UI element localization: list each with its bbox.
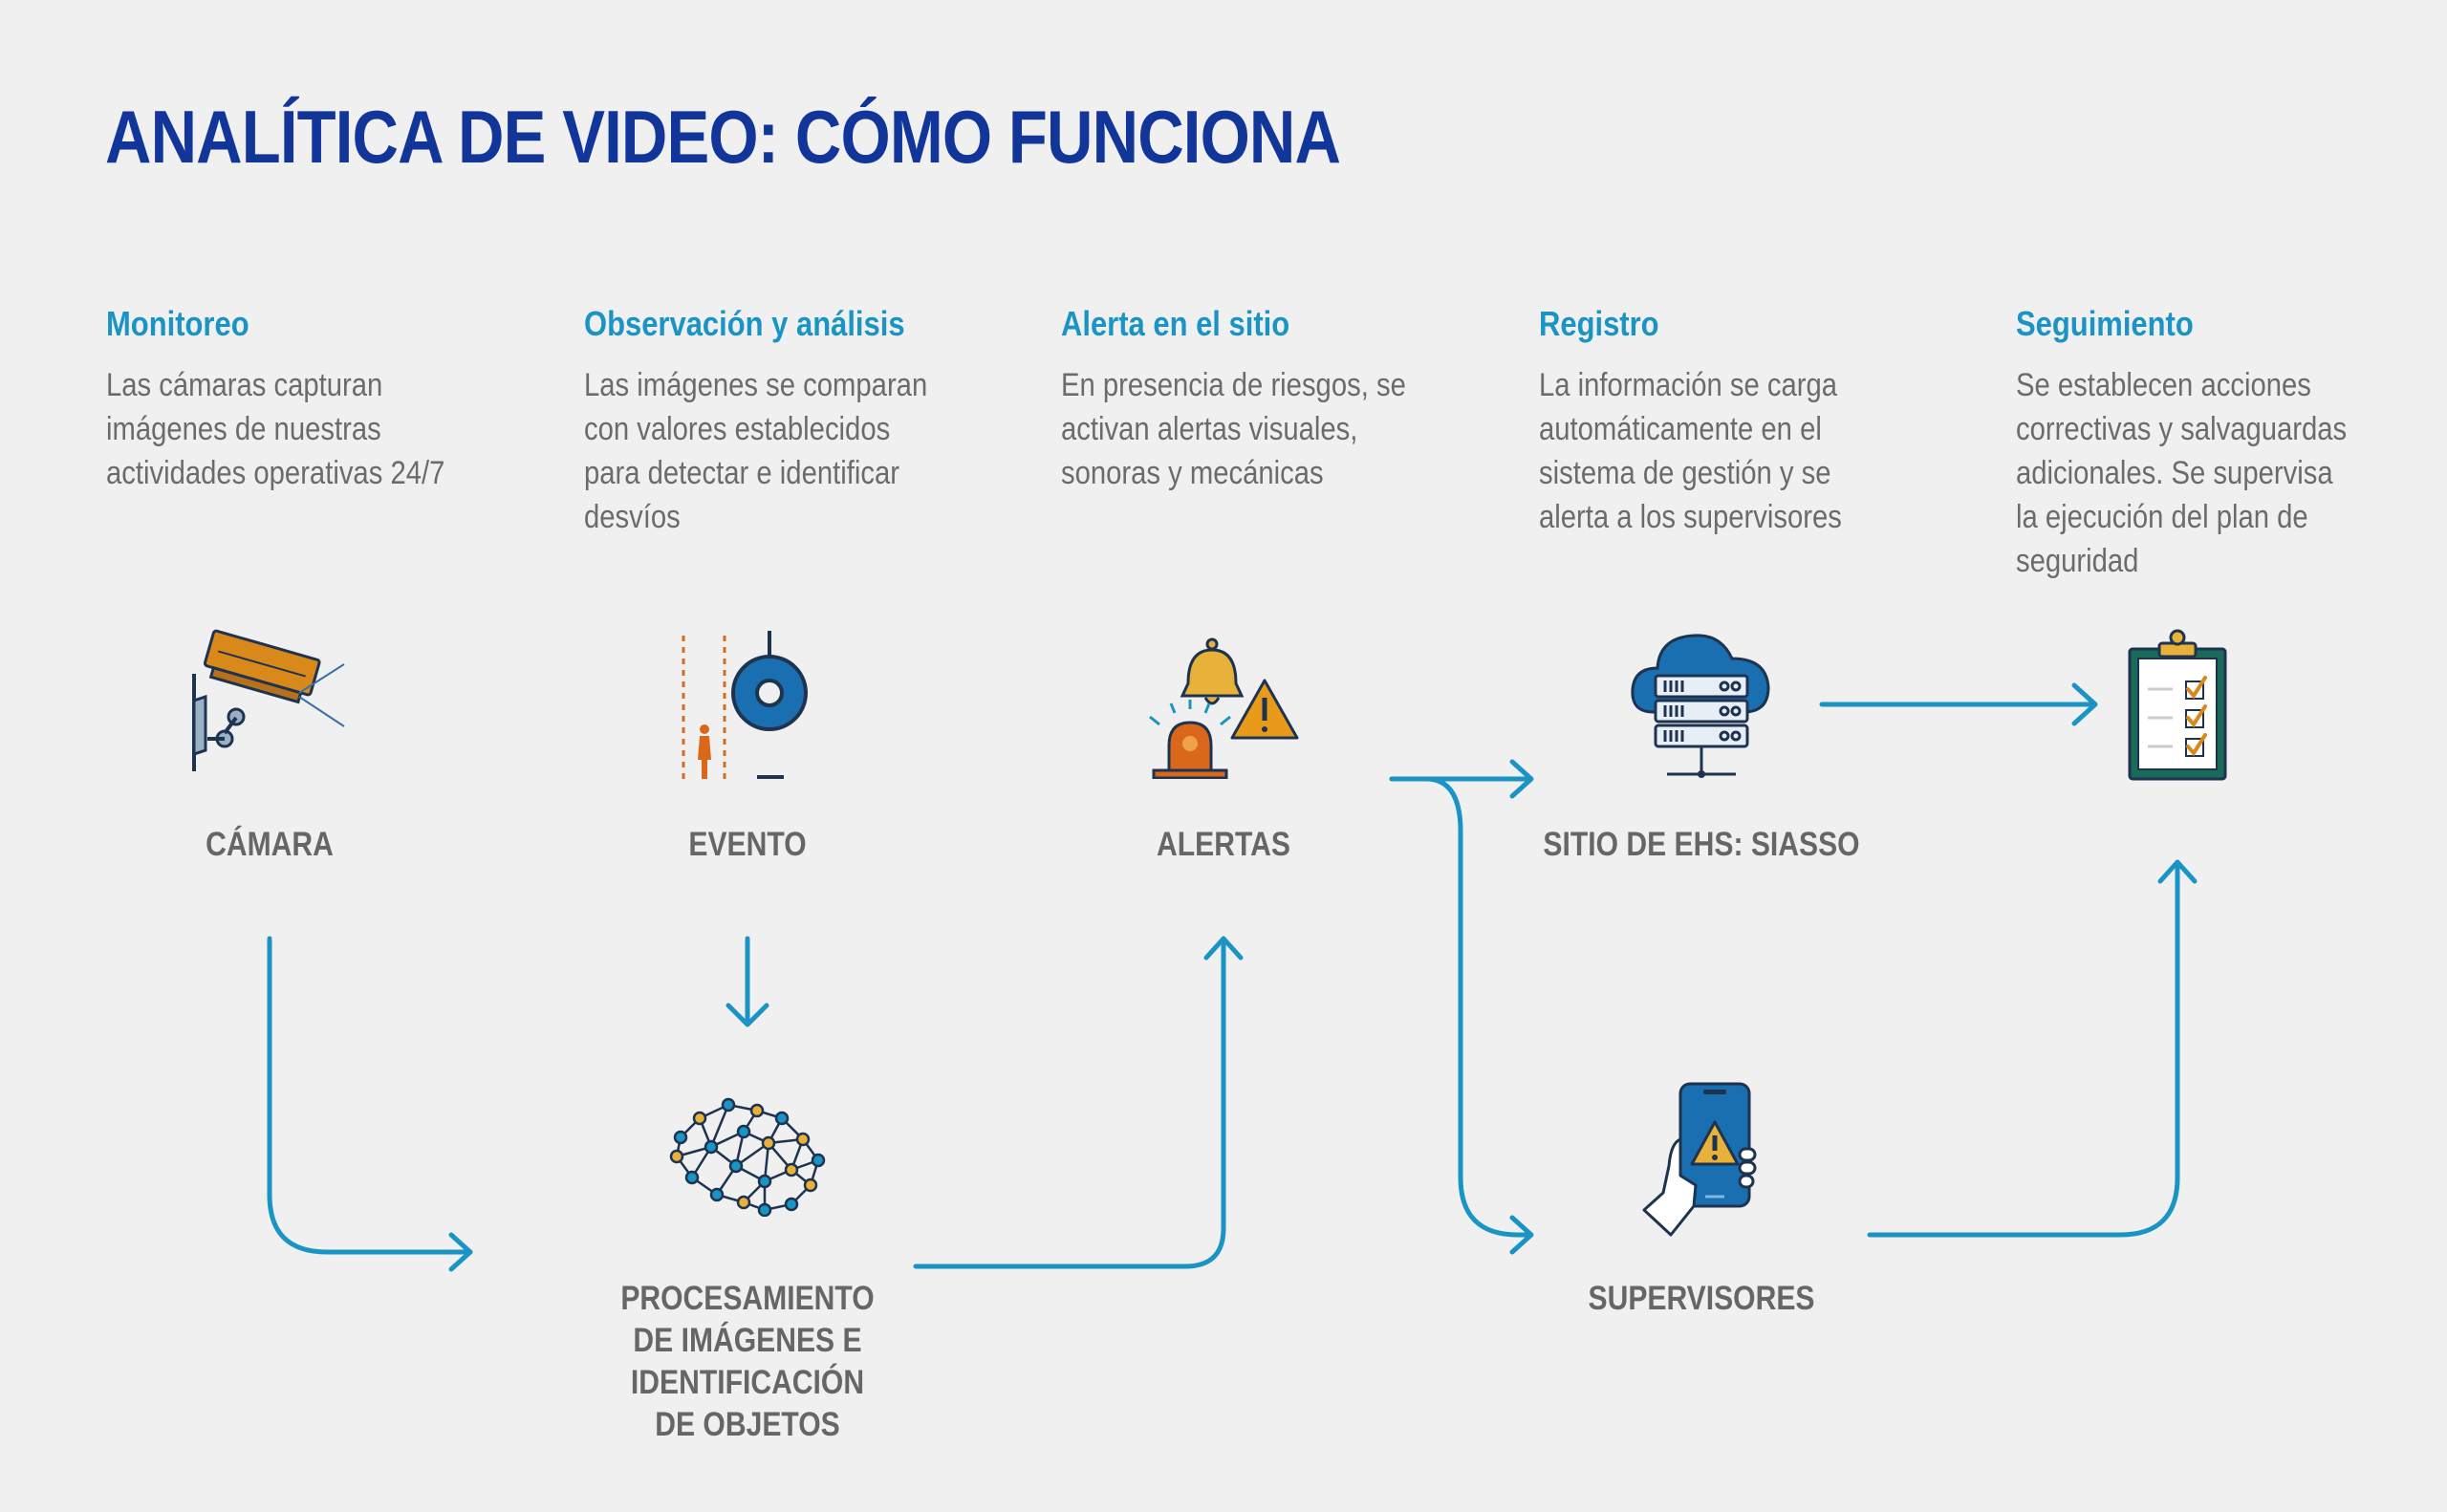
arrowhead [2157,859,2198,884]
step-heading: Registro [1539,304,1659,343]
step-alerta: Alerta en el sitio En presencia de riesg… [1061,304,1462,495]
phone-alert-icon [1642,1082,1757,1237]
step-heading: Alerta en el sitio [1061,304,1290,343]
security-camera-icon [192,629,345,771]
arrowhead [2071,682,2098,726]
step-monitoreo: Monitoreo Las cámaras capturan imágenes … [106,304,508,495]
cloud-server-icon [1631,634,1770,778]
node-label-sitio: SITIO DE EHS: SIASSO [1543,826,1860,863]
step-heading: Observación y análisis [584,304,905,343]
step-description: Las cámaras capturan imágenes de nuestra… [106,367,445,491]
step-seguimiento: Seguimiento Se establecen acciones corre… [2016,304,2417,583]
alarm-bell-warning-icon [1149,637,1299,779]
page-title: ANALÍTICA DE VIDEO: CÓMO FUNCIONA [105,95,1341,179]
node-label-procesamiento: PROCESAMIENTO DE IMÁGENES E IDENTIFICACI… [620,1280,875,1443]
event-detection-icon [682,631,808,779]
step-observacion: Observación y análisis Las imágenes se c… [584,304,985,539]
node-label-evento: EVENTO [688,826,807,863]
arrowhead [1509,759,1534,799]
arrow-procesamiento-to-alertas [913,938,1226,1269]
node-label-alertas: ALERTAS [1157,826,1290,863]
step-heading: Monitoreo [106,304,249,343]
step-description: Se establecen acciones correctivas y sal… [2016,367,2348,579]
arrowhead [1203,936,1244,961]
step-description: Las imágenes se comparan con valores est… [584,367,928,535]
step-registro: Registro La información se carga automát… [1539,304,1940,539]
arrow-alertas-to-supervisores [1389,776,1532,1238]
step-description: La información se carga automáticamente … [1539,367,1842,535]
arrowhead [448,1232,473,1272]
arrow-camara-to-procesamiento [267,936,473,1255]
step-description: En presencia de riesgos, se activan aler… [1061,367,1406,491]
node-label-supervisores: SUPERVISORES [1588,1280,1815,1317]
arrowhead [1509,1215,1534,1255]
arrowhead [725,1003,769,1027]
clipboard-checklist-icon [2128,629,2227,781]
step-heading: Seguimiento [2016,304,2194,343]
neural-network-brain-icon [669,1097,826,1217]
arrow-supervisores-to-seguimiento [1867,859,2180,1238]
node-label-camara: CÁMARA [206,826,334,863]
